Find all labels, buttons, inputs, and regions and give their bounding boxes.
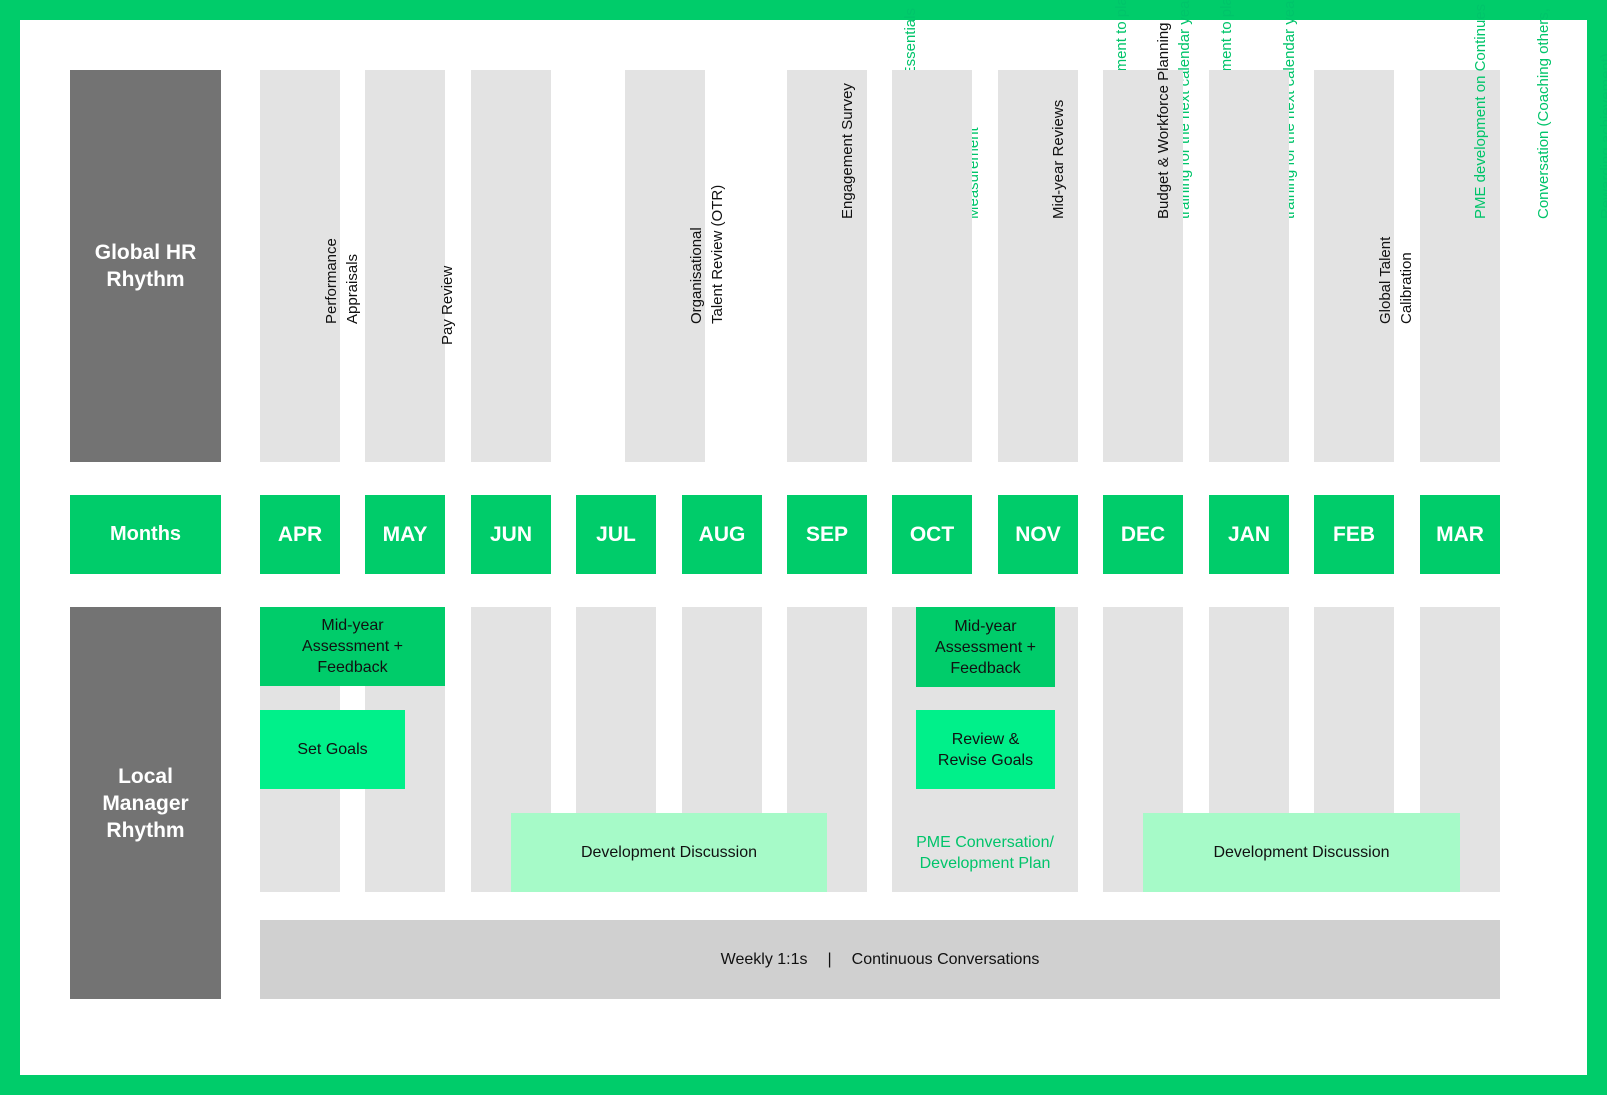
month-may: MAY (365, 495, 445, 574)
global-column-jun (471, 70, 551, 462)
local-manager-rhythm-label: Local Manager Rhythm (70, 607, 221, 999)
mid-year-assessment-box-1: Mid-year Assessment + Feedback (260, 607, 445, 686)
development-discussion-box-2: Development Discussion (1143, 813, 1460, 892)
month-sep: SEP (787, 495, 867, 574)
global-column-mar: PME development on Continues Conversatio… (1420, 4, 1607, 462)
month-dec: DEC (1103, 495, 1183, 574)
continuous-conversations-label: Continuous Conversations (851, 950, 1040, 968)
global-column-oct (892, 70, 972, 462)
global-event-mar: PME development on Continues Conversatio… (1472, 3, 1607, 219)
month-mar: MAR (1420, 495, 1500, 574)
month-jan: JAN (1209, 495, 1289, 574)
global-column-sep: Engagement Survey People Management Esse… (787, 8, 982, 462)
weekly-conversations-bar: Weekly 1:1s | Continuous Conversations (260, 920, 1500, 999)
month-aug: AUG (682, 495, 762, 574)
month-nov: NOV (998, 495, 1078, 574)
global-column-may: Pay Review (365, 70, 456, 462)
global-column-nov: Mid-year Reviews Include PME measurement… (998, 0, 1193, 462)
weekly-one-on-ones-label: Weekly 1:1s (720, 950, 808, 968)
month-apr: APR (260, 495, 340, 574)
months-label: Months (70, 495, 221, 574)
development-discussion-box-1: Development Discussion (511, 813, 827, 892)
global-column-dec: Budget & Workforce Planning Include PME … (1103, 0, 1298, 462)
set-goals-box: Set Goals (260, 710, 405, 789)
month-jul: JUL (576, 495, 656, 574)
month-jun: JUN (471, 495, 551, 574)
separator: | (827, 950, 832, 968)
global-column-jan (1209, 70, 1289, 462)
month-feb: FEB (1314, 495, 1394, 574)
global-hr-rhythm-label: Global HR Rhythm (70, 70, 221, 462)
month-oct: OCT (892, 495, 972, 574)
mid-year-assessment-box-2: Mid-year Assessment + Feedback (916, 607, 1055, 687)
pme-conversation-text: PME Conversation/ Development Plan (916, 833, 1054, 872)
review-revise-goals-box: Review & Revise Goals (916, 710, 1055, 789)
